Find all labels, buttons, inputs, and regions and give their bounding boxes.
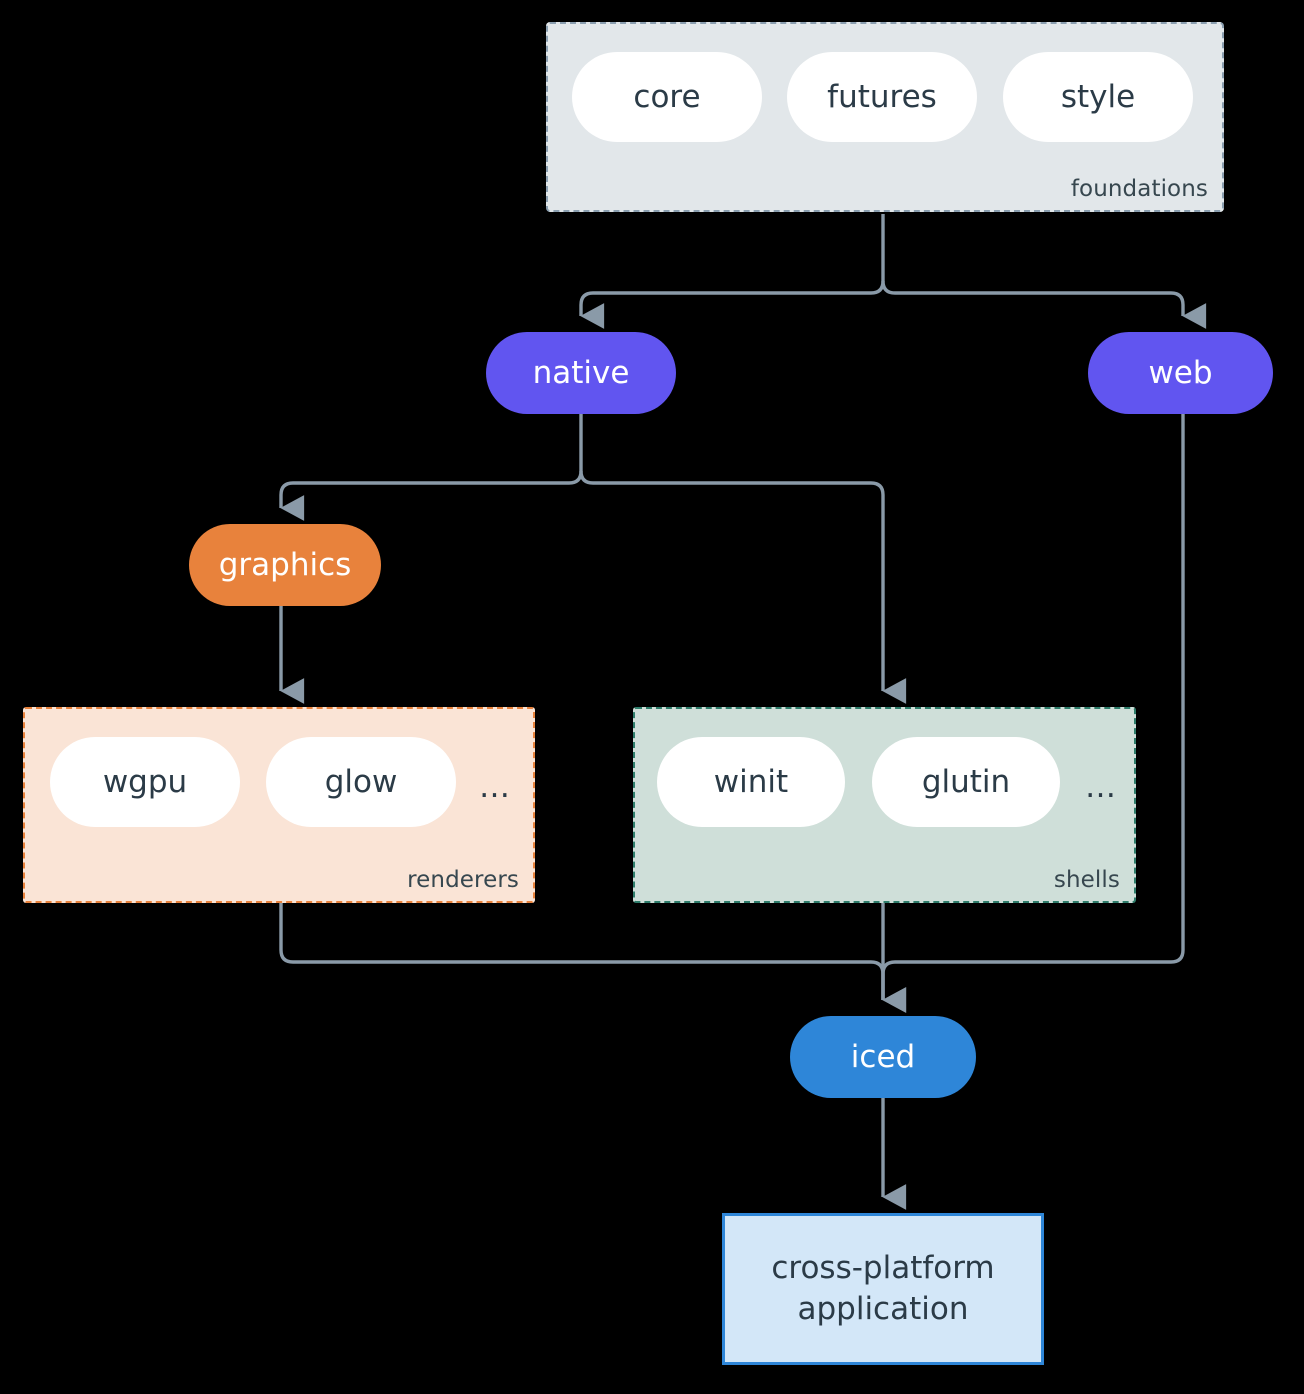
group-foundations-label: foundations: [1070, 176, 1208, 202]
leaf-glow[interactable]: glow: [266, 737, 456, 827]
group-shells-label: shells: [1053, 867, 1120, 893]
edge-renderers-iced: [279, 903, 907, 1013]
node-native[interactable]: native: [486, 332, 676, 414]
node-web[interactable]: web: [1088, 332, 1273, 414]
shells-overflow-ellipsis: …: [1085, 769, 1116, 805]
leaf-glutin[interactable]: glutin: [872, 737, 1060, 827]
leaf-winit[interactable]: winit: [657, 737, 845, 827]
leaf-wgpu[interactable]: wgpu: [50, 737, 240, 827]
node-graphics[interactable]: graphics: [189, 524, 381, 606]
node-iced[interactable]: iced: [790, 1016, 976, 1098]
renderers-overflow-ellipsis: …: [479, 769, 510, 805]
leaf-futures[interactable]: futures: [787, 52, 977, 142]
group-renderers-label: renderers: [407, 867, 519, 893]
leaf-core[interactable]: core: [572, 52, 762, 142]
edge-native-graphics: [279, 414, 583, 521]
edge-foundations-native: [579, 214, 885, 329]
edge-foundations-web: [881, 280, 1207, 329]
leaf-style[interactable]: style: [1003, 52, 1193, 142]
edge-web-iced: [881, 414, 1185, 1000]
edge-native-shells: [579, 470, 907, 704]
node-cross-platform-application[interactable]: cross-platform application: [722, 1213, 1044, 1365]
